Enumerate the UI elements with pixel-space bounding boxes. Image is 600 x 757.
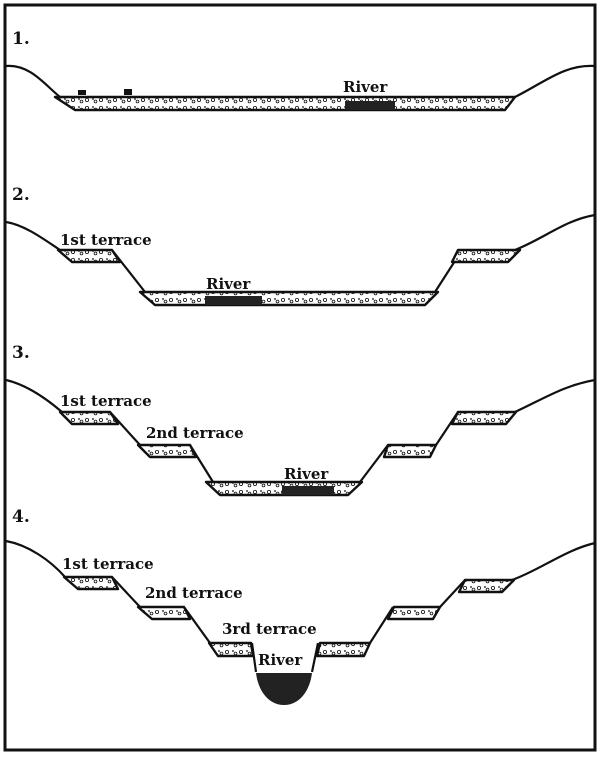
terrace-2-gravel (382, 443, 438, 459)
terrace-3-gravel (207, 641, 255, 658)
house-icon (124, 89, 132, 95)
terrace-2-label: 2nd terrace (146, 424, 244, 442)
panel-number: 3. (12, 343, 30, 363)
terrace-1-label: 1st terrace (62, 555, 154, 573)
river-label: River (206, 275, 251, 293)
floodplain-gravel (53, 95, 517, 112)
panel-number: 2. (12, 185, 30, 205)
terrace-1-gravel (450, 248, 522, 264)
river-water (345, 101, 395, 110)
terrace-1-gravel (58, 410, 120, 426)
river-label: River (343, 78, 388, 96)
panel-1: 1. River (5, 29, 596, 112)
frame-border (3, 3, 597, 752)
terrace-1-gravel (457, 578, 516, 594)
valley-profile (5, 378, 596, 483)
house-icon (78, 90, 86, 95)
valley-profile (5, 64, 596, 98)
panel-2: 2. 1st terrace River (5, 185, 596, 307)
valley-profile (5, 539, 596, 673)
terrace-2-gravel (136, 443, 198, 459)
panel-3: 3. 1st terrace 2nd terrace River (5, 343, 596, 497)
terrace-3-gravel (315, 641, 372, 658)
terrace-1-label: 1st terrace (60, 392, 152, 410)
terrace-2-label: 2nd terrace (145, 584, 243, 602)
terrace-1-gravel (450, 410, 518, 426)
river-water (282, 486, 334, 495)
terrace-1-gravel (56, 248, 122, 264)
terrace-2-gravel (136, 605, 192, 621)
panel-number: 4. (12, 507, 30, 527)
terrace-1-gravel (62, 575, 120, 591)
river-label: River (284, 465, 329, 483)
terrace-3-label: 3rd terrace (222, 620, 317, 638)
river-water (205, 296, 262, 305)
valley-profile (5, 213, 596, 293)
panel-4: 4. 1st terrace 2nd terrace 3rd terrace R… (5, 507, 596, 705)
river-water (256, 673, 312, 705)
floodplain-gravel (138, 290, 440, 307)
river-label: River (258, 651, 303, 669)
terrace-2-gravel (386, 605, 442, 621)
terrace-1-label: 1st terrace (60, 231, 152, 249)
panel-number: 1. (12, 29, 30, 49)
